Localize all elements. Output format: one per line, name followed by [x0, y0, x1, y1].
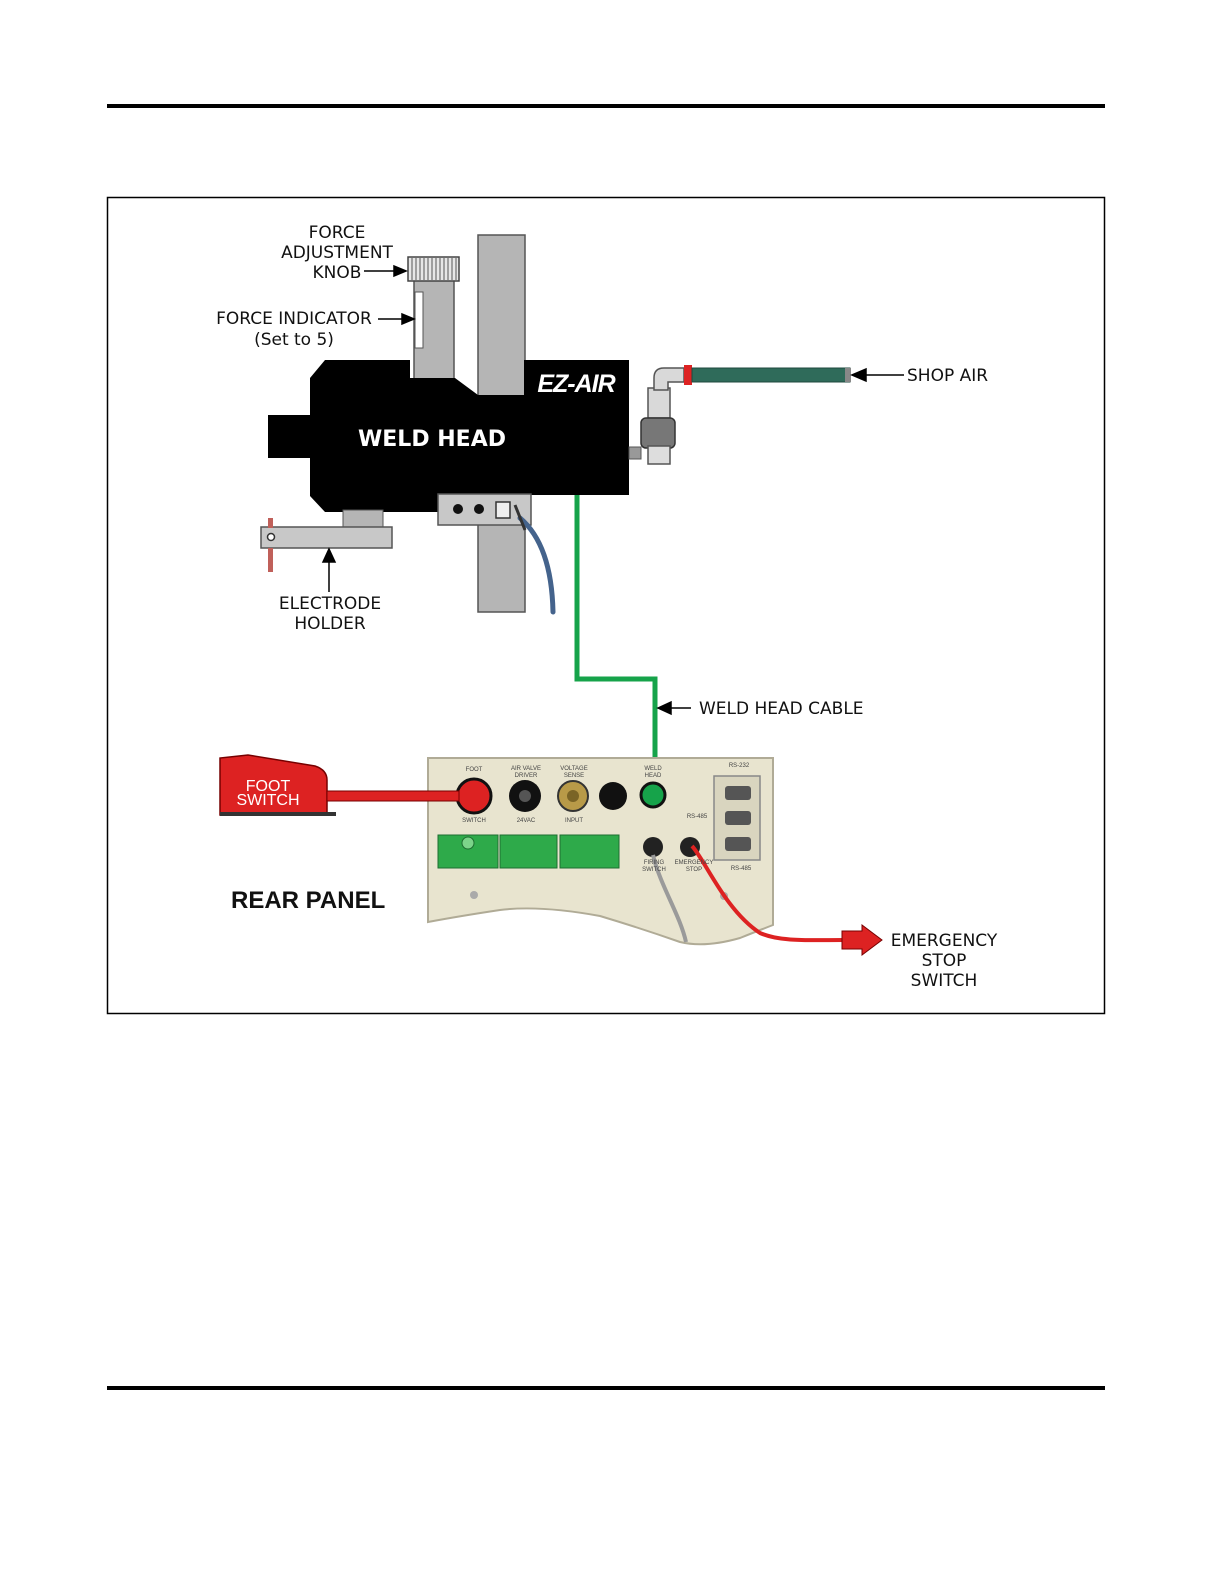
panel-rs232-label: RS-232	[729, 763, 750, 769]
air-elbow	[654, 368, 684, 390]
emergency-stop-label-3: SWITCH	[911, 971, 978, 991]
aux-connector	[599, 782, 627, 810]
foot-switch-label-2: SWITCH	[236, 792, 299, 809]
panel-voltage-sense-label-1: VOLTAGE	[560, 766, 587, 772]
terminal-block-3	[560, 835, 619, 868]
weld-head-label: WELD HEAD	[358, 427, 506, 452]
air-valve-body	[648, 388, 670, 418]
air-valve-side	[629, 447, 641, 459]
terminal-ground	[462, 837, 474, 849]
weld-head-connector	[641, 783, 665, 807]
panel-rs485-b-label: RS-485	[731, 866, 752, 872]
electrode-holder-arm	[261, 527, 392, 548]
force-adjustment-label-1: FORCE	[309, 223, 366, 243]
panel-voltage-sense-label-2: SENSE	[564, 773, 584, 779]
rear-panel-label: REAR PANEL	[231, 887, 385, 914]
panel-switch-label: SWITCH	[462, 818, 486, 824]
air-collar	[684, 365, 692, 385]
bracket-bolt-2	[474, 504, 484, 514]
force-adjustment-label-2: ADJUSTMENT	[281, 243, 393, 263]
emergency-stop-label-2: STOP	[922, 951, 967, 971]
panel-input-label: INPUT	[565, 818, 583, 824]
shop-air-hose	[692, 368, 850, 382]
weld-head-cable	[577, 495, 655, 796]
rs485-port-b	[725, 837, 751, 851]
panel-rs485-a-label: RS-485	[687, 814, 708, 820]
electrode-tip-lower	[268, 548, 273, 572]
panel-air-valve-label-1: AIR VALVE	[511, 766, 541, 772]
foot-switch-cable	[327, 791, 459, 801]
force-indicator-label-1: FORCE INDICATOR	[216, 309, 372, 329]
electrode-screw	[268, 534, 275, 541]
force-adjustment-label-3: KNOB	[313, 263, 362, 283]
bracket-bolt-1	[453, 504, 463, 514]
rs232-port	[725, 786, 751, 800]
emergency-stop-arrow	[842, 925, 882, 955]
panel-foot-label: FOOT	[466, 767, 483, 773]
electrode-holder-label-1: ELECTRODE	[279, 594, 381, 614]
panel-24vac-label: 24VAC	[517, 818, 536, 824]
panel-firing-switch-label-2: SWITCH	[642, 867, 666, 873]
panel-screw-left	[470, 891, 478, 899]
emergency-stop-label-1: EMERGENCY	[891, 931, 998, 951]
electrode-holder-label-2: HOLDER	[294, 614, 365, 634]
panel-air-valve-label-2: DRIVER	[515, 773, 538, 779]
panel-weld-head-label-2: HEAD	[645, 773, 662, 779]
panel-emergency-stop-label-2: STOP	[686, 867, 702, 873]
foot-switch-base	[220, 812, 336, 816]
force-indicator-label-2: (Set to 5)	[254, 330, 334, 350]
terminal-block-2	[500, 835, 557, 868]
weld-head-cable-label: WELD HEAD CABLE	[699, 699, 864, 719]
foot-switch-connector	[457, 779, 491, 813]
air-valve-connector-pin	[519, 790, 531, 802]
electrode-post	[343, 510, 383, 527]
electrode-tip-upper	[268, 518, 273, 528]
force-indicator-slot	[415, 292, 423, 348]
firing-switch-connector	[643, 837, 663, 857]
ez-air-label: EZ-AIR	[537, 370, 615, 398]
panel-emergency-stop-label-1: EMERGENCY	[675, 860, 714, 866]
panel-firing-switch-label-1: FIRING	[644, 860, 665, 866]
rs485-port-a	[725, 811, 751, 825]
cable-clamp	[496, 502, 510, 518]
air-valve-nut	[641, 418, 675, 448]
shop-air-label: SHOP AIR	[907, 366, 988, 386]
panel-weld-head-label-1: WELD	[644, 766, 662, 772]
voltage-sense-inner	[567, 790, 579, 802]
air-valve-base	[648, 446, 670, 464]
